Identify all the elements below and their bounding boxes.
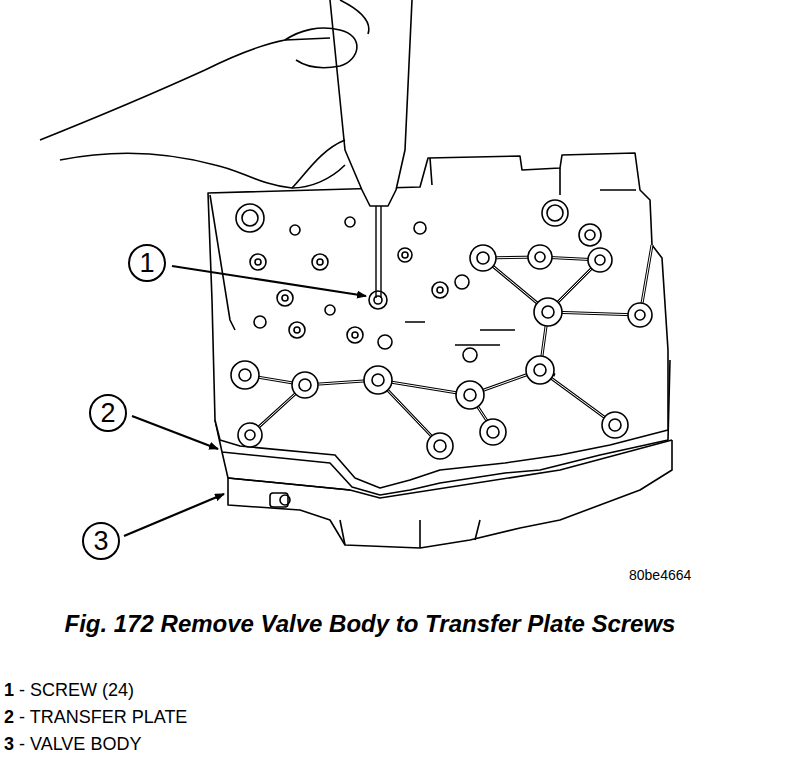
figure-title: Fig. 172 Remove Valve Body to Transfer P… [60, 608, 680, 640]
legend-entry: 1 - SCREW (24) [4, 680, 134, 701]
callout-circle: 3 [82, 522, 120, 560]
callout-circle: 2 [89, 394, 127, 432]
legend-entry: 2 - TRANSFER PLATE [4, 707, 187, 728]
callout-number: 3 [93, 528, 108, 555]
callout-number: 1 [139, 250, 154, 277]
figure-code: 80be4664 [629, 567, 691, 583]
callout-circle: 1 [128, 244, 166, 282]
legend-entry: 3 - VALVE BODY [4, 734, 141, 755]
callout-number: 2 [100, 400, 115, 427]
